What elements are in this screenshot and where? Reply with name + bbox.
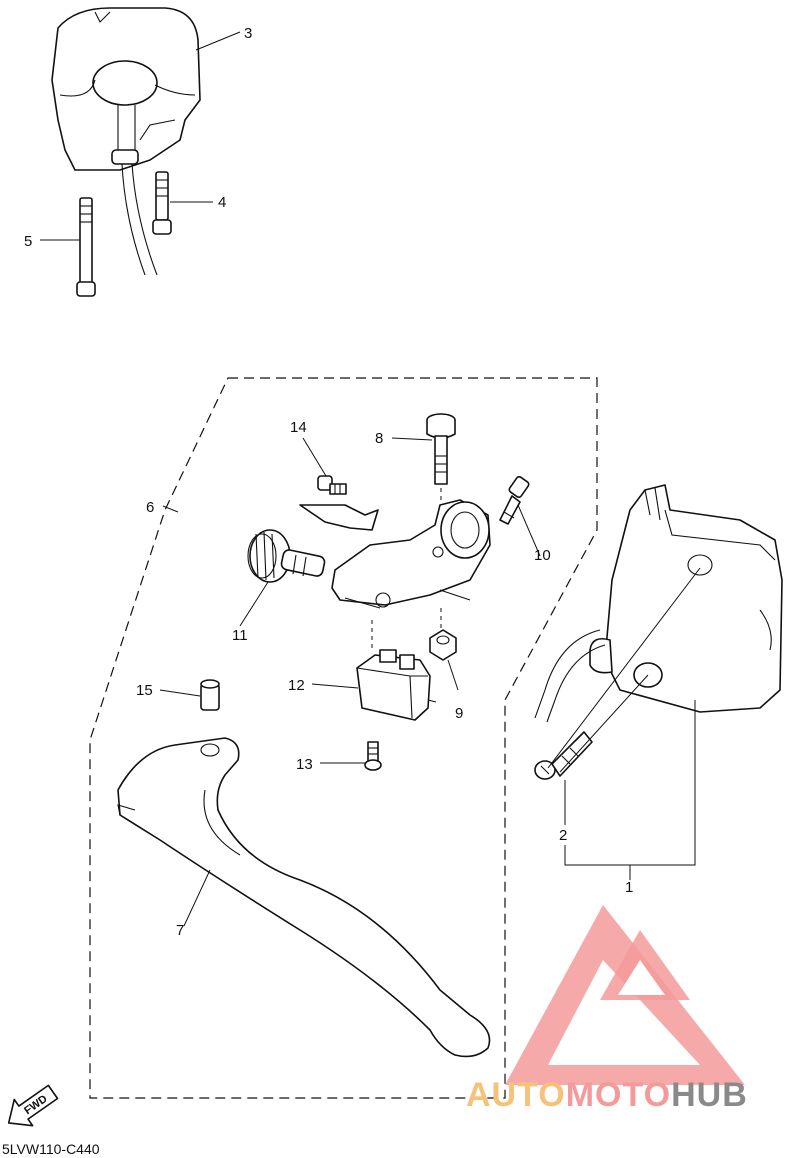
callout-2: 2	[559, 827, 567, 844]
watermark-text-hub: HUB	[671, 1076, 748, 1114]
part-5-screw	[76, 197, 96, 297]
part-2-screw	[534, 731, 593, 780]
callout-12: 12	[288, 677, 305, 694]
callout-14: 14	[290, 419, 307, 436]
part-12-clutch-switch	[356, 620, 437, 721]
part-9-nut	[429, 608, 457, 661]
assembly-boundary-dashed	[89, 377, 598, 1099]
callout-6: 6	[146, 499, 154, 516]
callout-15: 15	[136, 682, 153, 699]
callout-1: 1	[625, 879, 633, 896]
callout-10: 10	[534, 547, 551, 564]
callout-3: 3	[244, 25, 252, 42]
lever-holder-bracket	[299, 499, 491, 609]
part-11-adjuster-knob	[247, 529, 326, 583]
part-7-clutch-lever	[117, 737, 491, 1058]
right-switch-cable	[534, 629, 606, 723]
watermark-logo	[505, 905, 745, 1085]
watermark-text-moto: MOTO	[566, 1076, 671, 1114]
part-13-screw	[364, 741, 382, 771]
callout-5: 5	[24, 233, 32, 250]
callout-11: 11	[232, 627, 248, 644]
callout-7: 7	[176, 922, 184, 939]
leader-lines	[40, 31, 701, 927]
part-8-pivot-bolt	[426, 413, 456, 500]
fwd-arrow: FWD	[7, 1084, 59, 1127]
callout-9: 9	[455, 705, 463, 722]
part-4-screw	[152, 171, 172, 235]
part-14-small-screw	[317, 475, 347, 495]
callout-4: 4	[218, 194, 226, 211]
part-10-screw	[499, 475, 530, 525]
part-1-right-switch	[589, 484, 783, 713]
diagram-code: 5LVW110-C440	[2, 1141, 100, 1157]
switch-cable	[121, 163, 158, 276]
part-15-collar	[200, 679, 220, 711]
watermark-text: AUTOMOTOHUB	[466, 1076, 748, 1114]
callout-8: 8	[375, 430, 383, 447]
watermark-text-auto: AUTO	[466, 1076, 566, 1114]
callout-13: 13	[296, 756, 313, 773]
part-3-switch-housing	[51, 7, 201, 171]
